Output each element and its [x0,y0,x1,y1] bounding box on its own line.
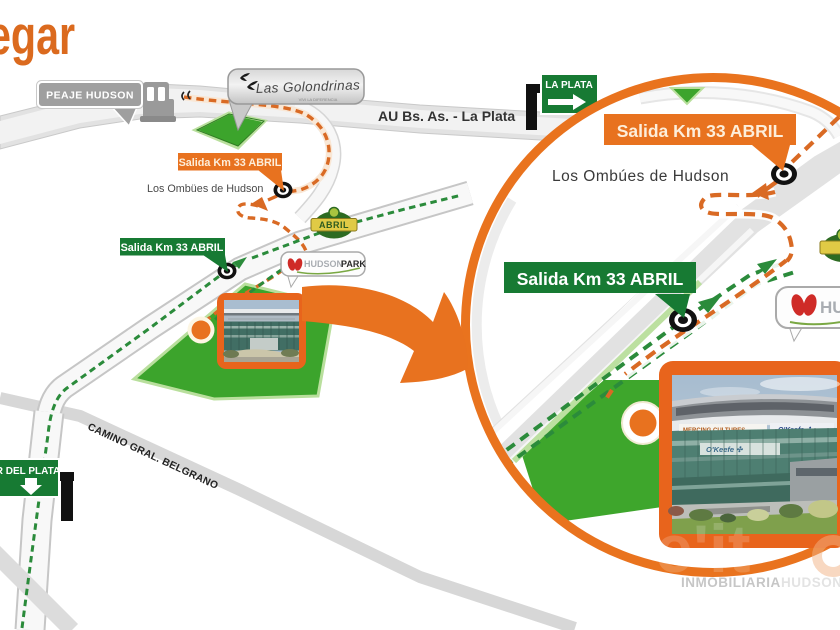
svg-text:HUDSON: HUDSON [304,259,343,269]
svg-text:Los Ombües de Hudson: Los Ombües de Hudson [147,183,263,195]
svg-text:O'Keefe ✣: O'Keefe ✣ [706,445,743,454]
svg-text:Salida Km 33 ABRIL: Salida Km 33 ABRIL [517,269,684,289]
svg-text:legar: legar [0,5,75,66]
svg-text:Salida Km 33 ABRIL: Salida Km 33 ABRIL [121,242,224,254]
svg-text:Los Ombúes de Hudson: Los Ombúes de Hudson [552,168,729,185]
svg-text:R DEL PLATA: R DEL PLATA [0,466,60,477]
svg-text:e'it: e'it [655,511,751,587]
svg-text:Salida Km 33 ABRIL: Salida Km 33 ABRIL [179,157,282,169]
svg-text:PEAJE HUDSON: PEAJE HUDSON [46,90,134,102]
svg-text:Las Golondrinas: Las Golondrinas [256,77,361,96]
svg-text:HUD: HUD [820,298,840,317]
svg-text:LA PLATA: LA PLATA [545,80,593,91]
svg-text:Salida Km 33 ABRIL: Salida Km 33 ABRIL [617,121,784,141]
svg-text:AU Bs. As. - La Plata: AU Bs. As. - La Plata [378,108,515,124]
svg-text:PARK: PARK [341,259,366,269]
svg-text:ABRIL: ABRIL [319,220,349,230]
svg-text:VIVI LA DIFERENCIA: VIVI LA DIFERENCIA [299,97,338,102]
svg-text:INMOBILIARIA: INMOBILIARIA [681,575,781,590]
svg-text:HUDSON: HUDSON [781,575,840,590]
